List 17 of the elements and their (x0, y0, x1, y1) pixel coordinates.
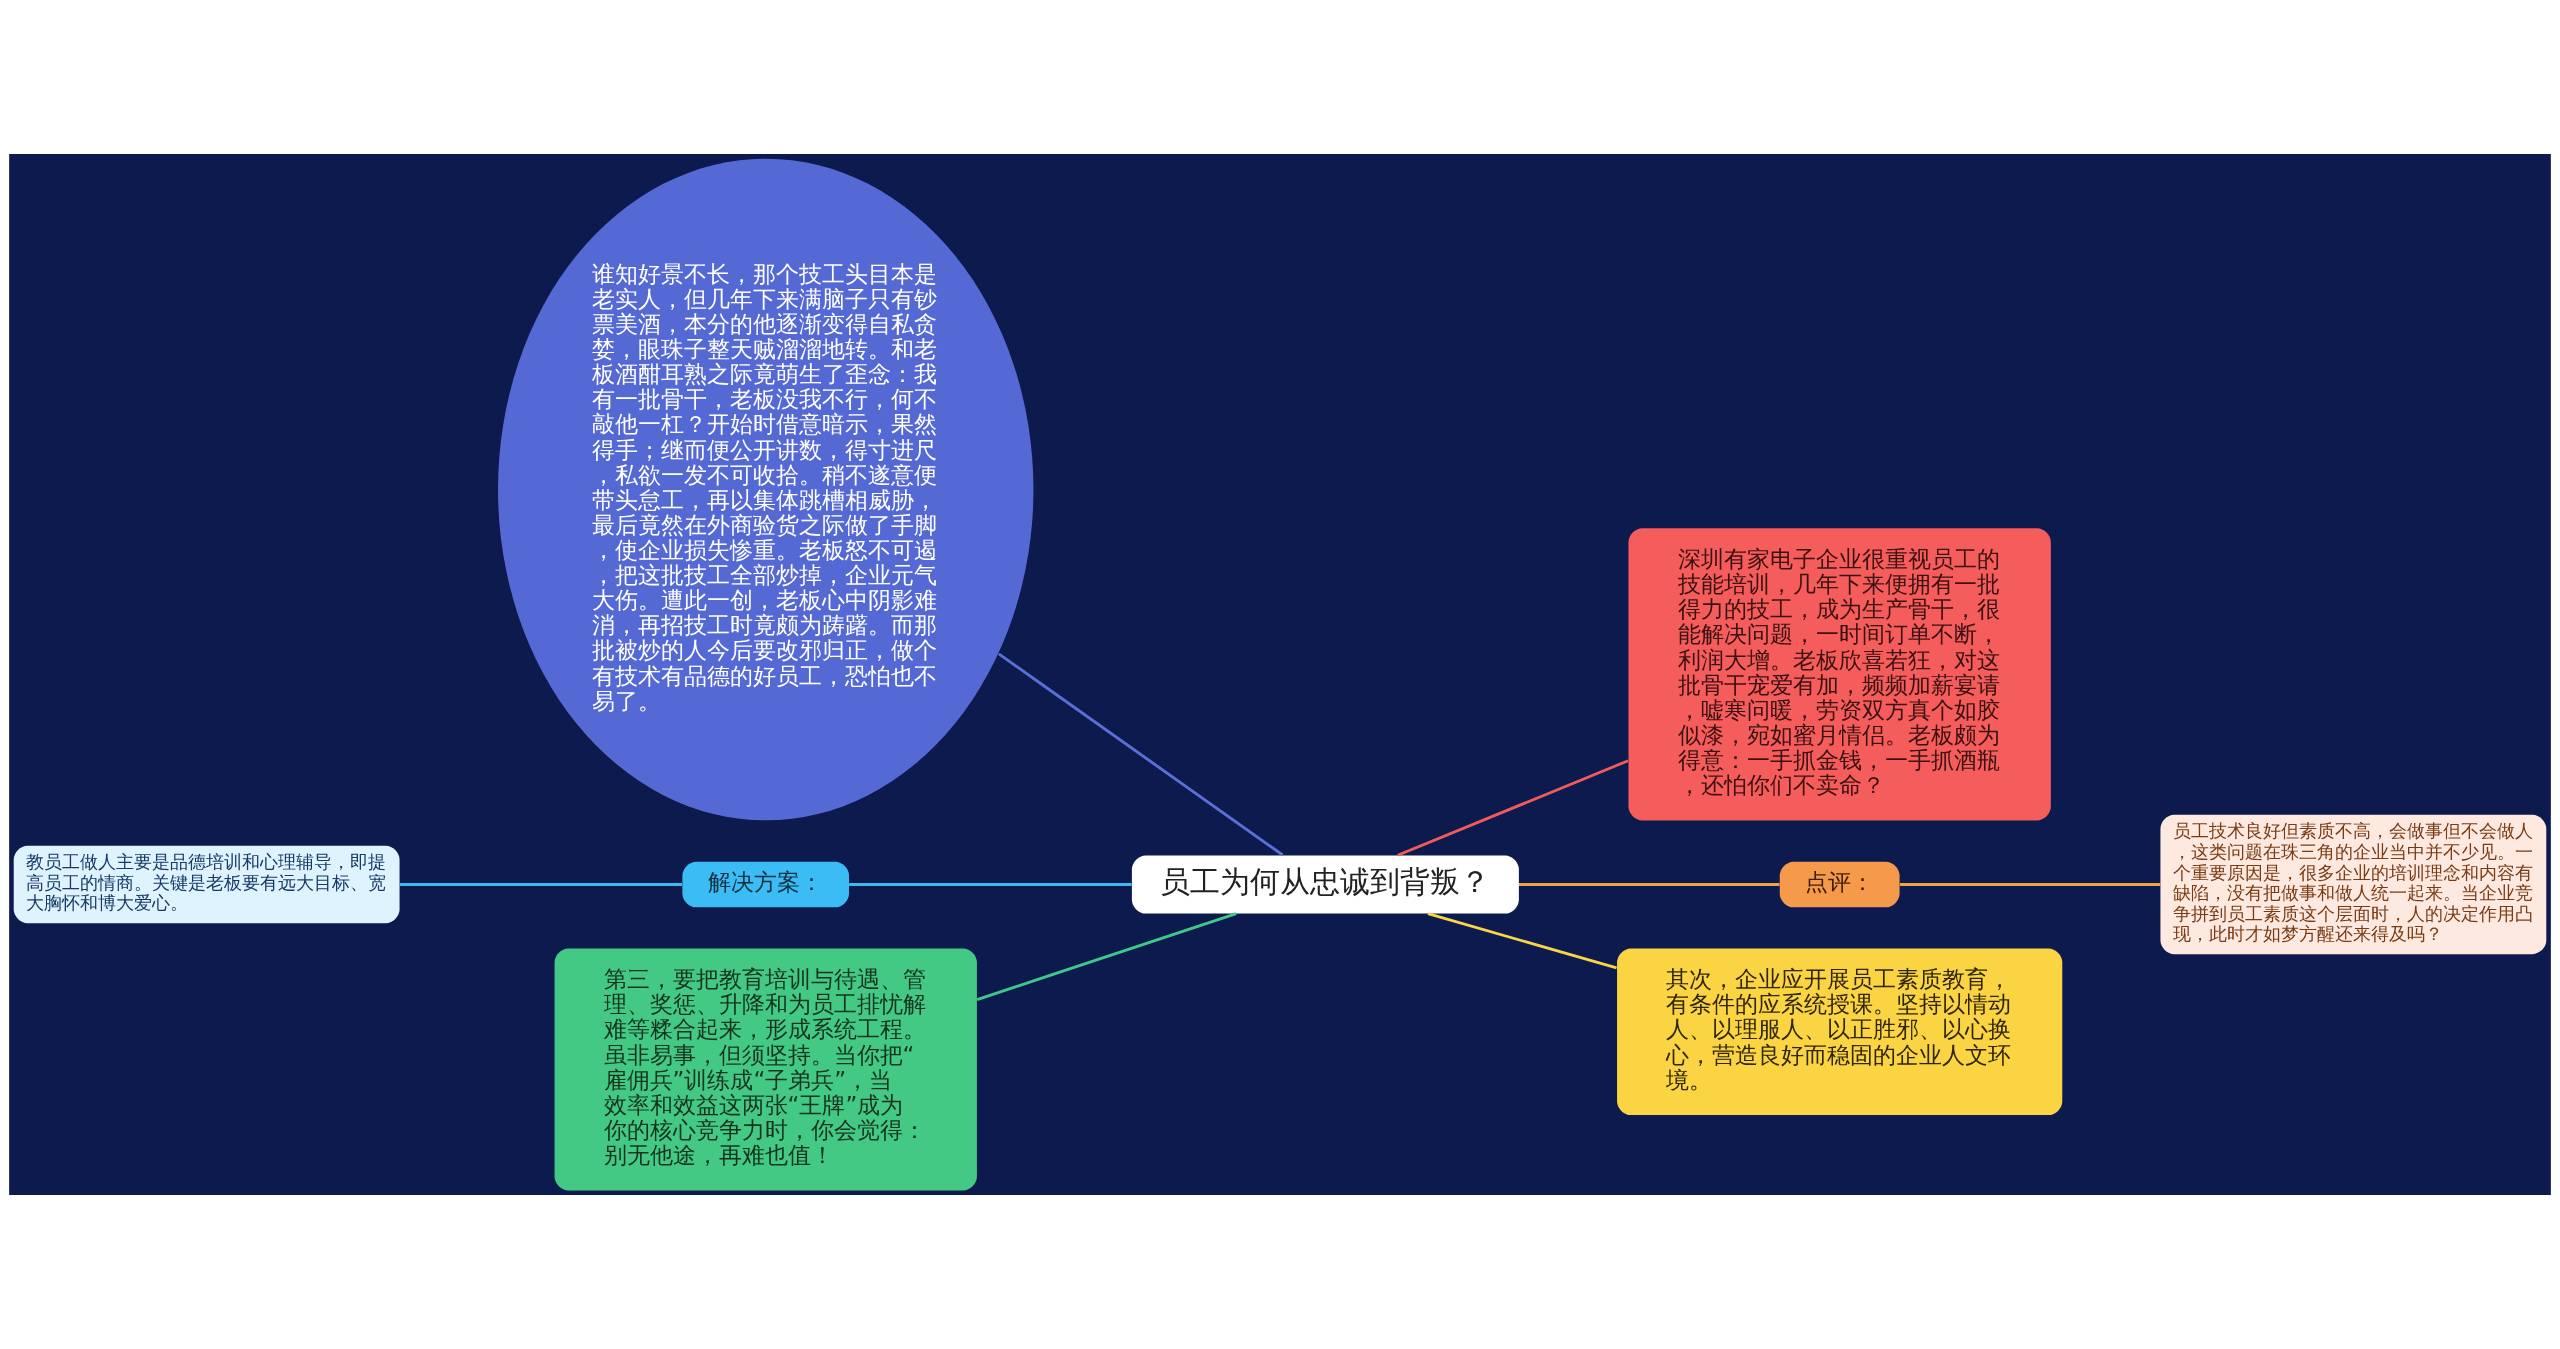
connector (1427, 912, 1617, 970)
node-box: 其次，企业应开展员工素质教育，有条件的应系统授课。坚持以情动人、以理服人、以正胜邪、以心换心，营造良好而稳固的企业人文环境。 (1617, 948, 2063, 1116)
node-ellipse: 谁知好景不长，那个技工头目本是老实人，但几年下来满脑子只有钞票美酒，本分的他逐渐变得自私贪婪，眼珠子整天贼溜溜地转。和老板酒酣耳熟之际竟萌生了歪念：我有一批骨干，老板没我不行，何不敲他一杠？开始时借意暗示，果然得手；继而便公开讲数，得寸进尺，私欲一发不可收拾。稍不遂意便带头怠工，再以集体跳槽相威胁，最后竟然在外商验货之际做了手脚，使企业损失惨重。老板怒不可遏，把这批技工全部炒掉，企业元气大伤。遭此一创，老板心中阴影难消，再招技工时竟颇为踌躇。而那批被炒的人今后要改邪归正，做个有技术有品德的好员工，恐怕也不易了。 (498, 158, 1034, 821)
connector (849, 883, 1132, 886)
node-box: 解决方案： (682, 861, 850, 908)
node-box: 教员工做人主要是品德培训和心理辅导，即提高员工的情商。关键是老板要有远大目标、宽大胸怀和博大爱心。 (13, 845, 400, 924)
node-box: 员工技术良好但素质不高，会做事但不会做人，这类问题在珠三角的企业当中并不少见。一个重要原因是，很多企业的培训理念和内容有缺陷，没有把做事和做人统一起来。当企业竞争拼到员工素质这个层面时，人的决定作用凸现，此时才如梦方醒还来得及吗？ (2160, 814, 2547, 955)
connector (1519, 883, 1780, 886)
node-box: 深圳有家电子企业很重视员工的技能培训，几年下来便拥有一批得力的技工，成为生产骨干，很能解决问题，一时间订单不断，利润大增。老板欣喜若狂，对这批骨干宠爱有加，频频加薪宴请，嘘寒问暖，劳资双方真个如胶似漆，宛如蜜月情侣。老板颇为得意：一手抓金钱，一手抓酒瓶，还怕你们不卖命？ (1628, 528, 2051, 821)
node-box: 第三，要把教育培训与待遇、管理、奖惩、升降和为员工排忧解难等糅合起来，形成系统工程。虽非易事，但须坚持。当你把“雇佣兵”训练成“子弟兵”，当效率和效益这两张“王牌”成为你的核心竞争力时，你会觉得：别无他途，再难也值！ (554, 948, 977, 1191)
connector (998, 652, 1284, 857)
connector (1899, 883, 2161, 886)
connector (976, 912, 1237, 1001)
node-box: 员工为何从忠诚到背叛？ (1131, 855, 1519, 914)
connector (1397, 759, 1629, 857)
node-box: 点评： (1779, 861, 1900, 908)
connector (399, 883, 683, 886)
